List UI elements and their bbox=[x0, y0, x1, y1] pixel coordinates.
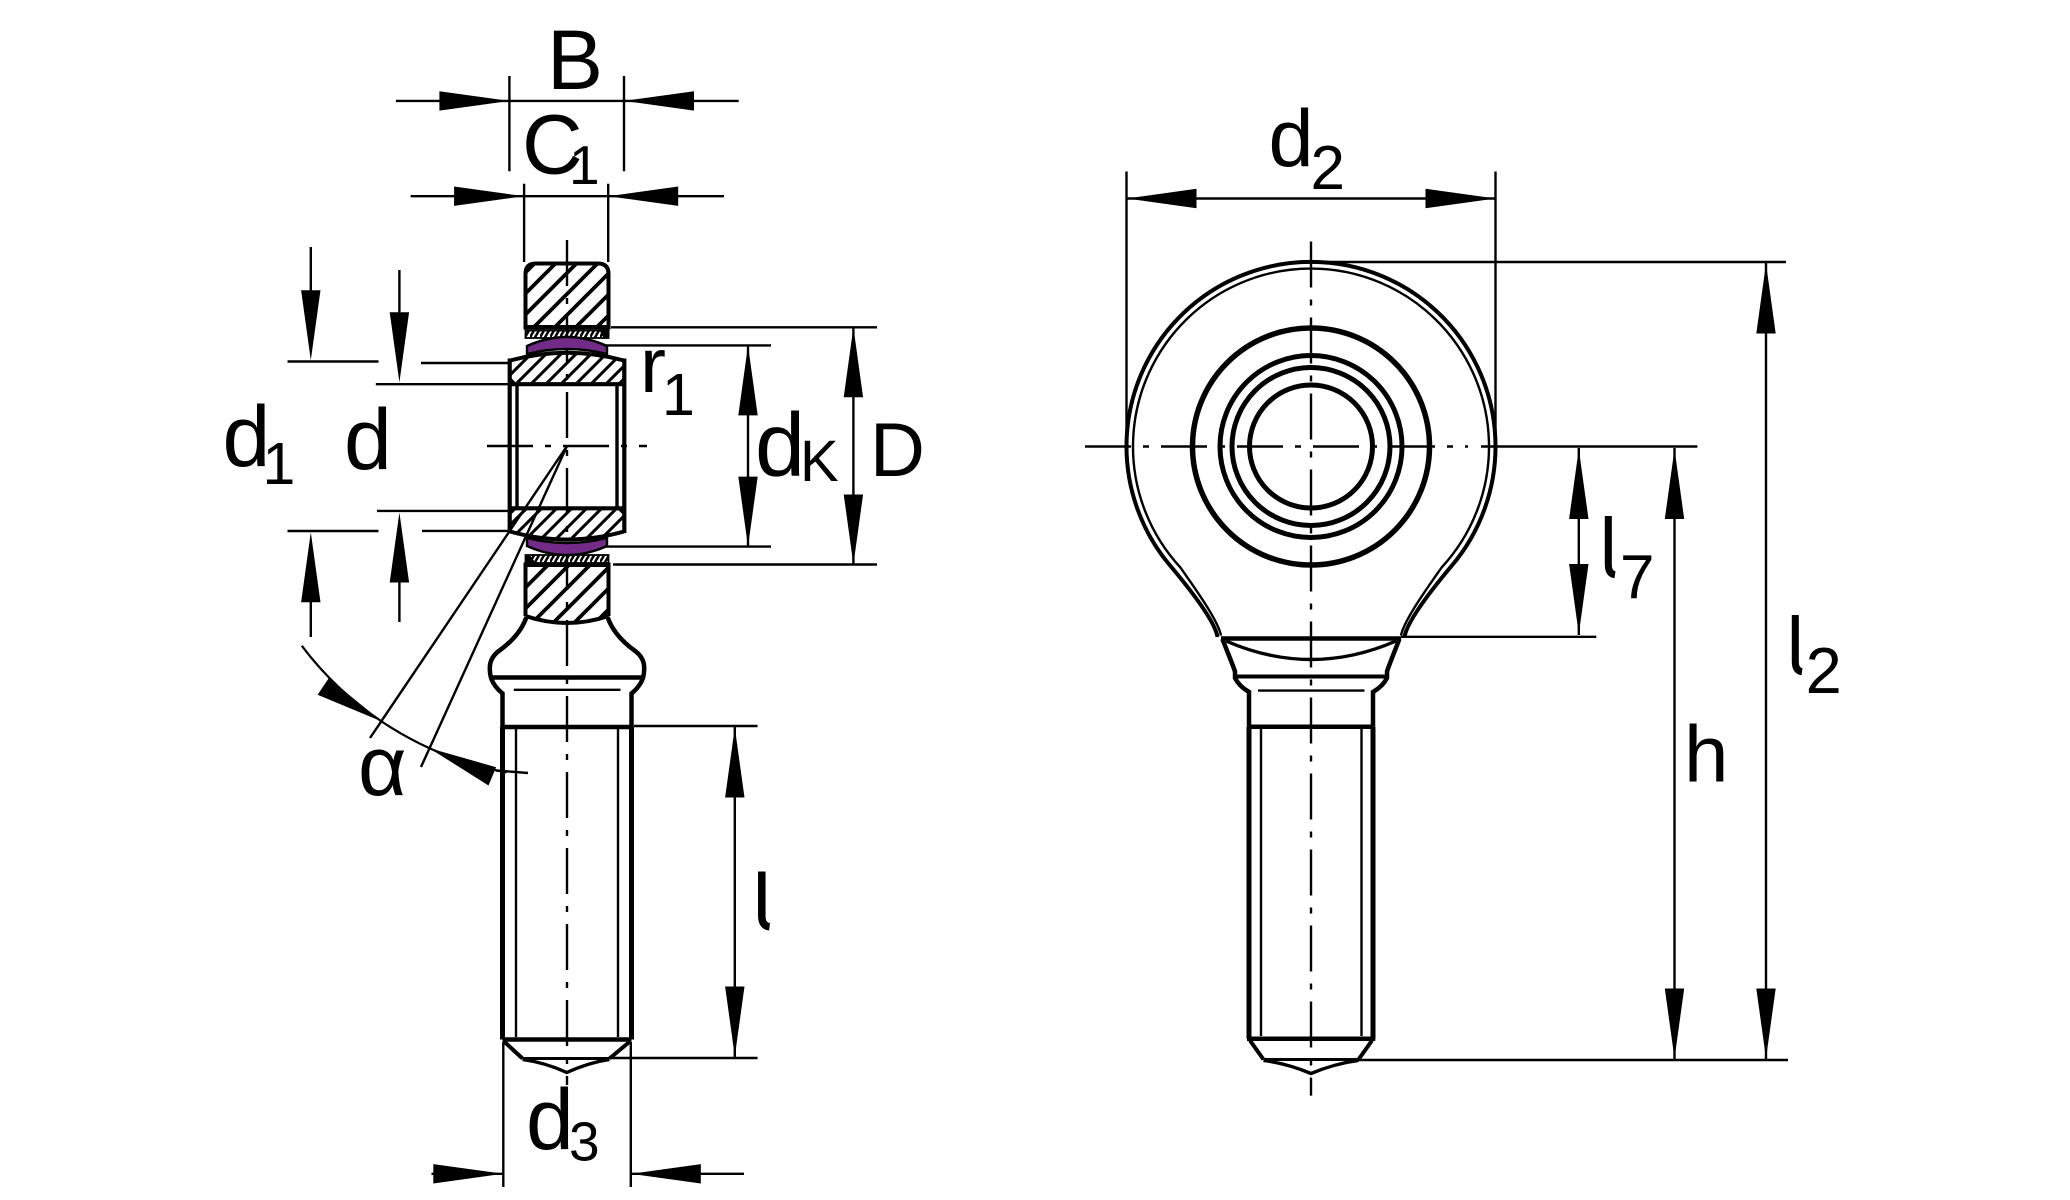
svg-text:h: h bbox=[1684, 710, 1729, 799]
svg-text:d: d bbox=[755, 396, 805, 496]
svg-text:d: d bbox=[223, 389, 271, 485]
svg-text:d: d bbox=[344, 392, 392, 488]
svg-text:C: C bbox=[522, 98, 583, 192]
svg-text:d: d bbox=[526, 1072, 574, 1168]
svg-text:D: D bbox=[870, 408, 925, 493]
svg-text:2: 2 bbox=[1806, 634, 1842, 707]
svg-text:1: 1 bbox=[569, 134, 600, 196]
svg-text:d: d bbox=[1269, 94, 1314, 184]
svg-text:B: B bbox=[547, 13, 603, 107]
svg-text:α: α bbox=[358, 719, 407, 813]
svg-text:r: r bbox=[640, 321, 666, 409]
svg-text:3: 3 bbox=[569, 1111, 600, 1173]
svg-text:1: 1 bbox=[662, 362, 695, 428]
svg-text:1: 1 bbox=[263, 431, 296, 497]
svg-text:K: K bbox=[800, 429, 839, 494]
svg-text:2: 2 bbox=[1311, 134, 1345, 203]
svg-text:7: 7 bbox=[1620, 543, 1654, 612]
